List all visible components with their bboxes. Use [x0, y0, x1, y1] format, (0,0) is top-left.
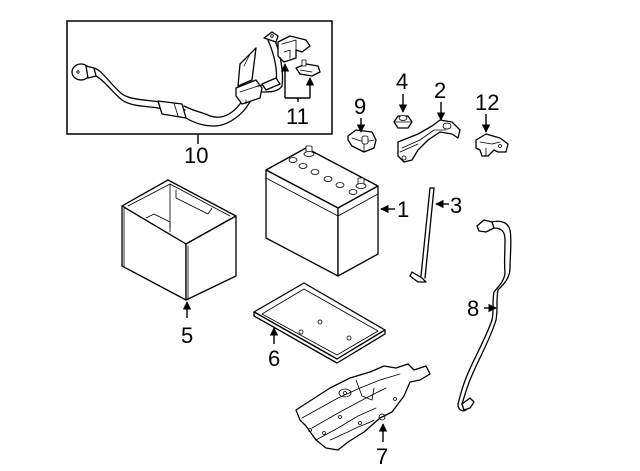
callout-label-5: 5	[181, 323, 193, 348]
callout-12: 12	[475, 90, 499, 133]
terminal-cover-11a[interactable]	[277, 35, 311, 63]
terminal-clamp-12[interactable]	[475, 133, 509, 157]
callout-label-9: 9	[354, 94, 366, 119]
callout-label-11: 11	[286, 104, 309, 129]
battery-box-5[interactable]	[121, 179, 237, 301]
battery-tray-6[interactable]	[253, 282, 386, 364]
callout-label-2: 2	[434, 78, 446, 103]
ground-cable-8[interactable]	[457, 219, 512, 412]
callout-label-6: 6	[268, 346, 280, 371]
callout-6: 6	[268, 327, 280, 371]
part-10-inset	[66, 20, 333, 135]
callout-11: 11	[280, 63, 315, 129]
callout-label-10: 10	[184, 143, 208, 168]
callout-9: 9	[354, 94, 366, 133]
inset-frame	[66, 20, 333, 135]
callout-4: 4	[396, 69, 408, 113]
callout-label-1: 1	[397, 197, 409, 222]
terminal-cover-11b[interactable]	[295, 59, 321, 77]
hold-down-rod-3[interactable]	[409, 187, 435, 283]
callout-label-7: 7	[376, 444, 388, 469]
battery-cell-caps	[288, 157, 358, 195]
callout-label-3: 3	[450, 193, 462, 218]
callout-3: 3	[435, 193, 462, 218]
positive-cable-10[interactable]	[71, 31, 284, 127]
support-bracket-7[interactable]	[295, 363, 431, 451]
callout-5: 5	[181, 301, 193, 348]
callout-10: 10	[184, 134, 208, 168]
battery-terminal-posts	[303, 145, 367, 189]
callouts: 10 11 9 4 2 12	[181, 63, 499, 469]
callout-8: 8	[467, 296, 497, 321]
nut-4[interactable]	[393, 115, 413, 129]
callout-label-4: 4	[396, 69, 408, 94]
callout-1: 1	[380, 197, 409, 222]
callout-7: 7	[376, 423, 388, 469]
callout-label-12: 12	[475, 90, 499, 115]
callout-2: 2	[434, 78, 446, 121]
battery-1[interactable]	[265, 145, 379, 277]
callout-label-8: 8	[467, 296, 479, 321]
hold-down-bracket-2[interactable]	[397, 119, 461, 163]
terminal-clamp-9[interactable]	[347, 129, 377, 153]
